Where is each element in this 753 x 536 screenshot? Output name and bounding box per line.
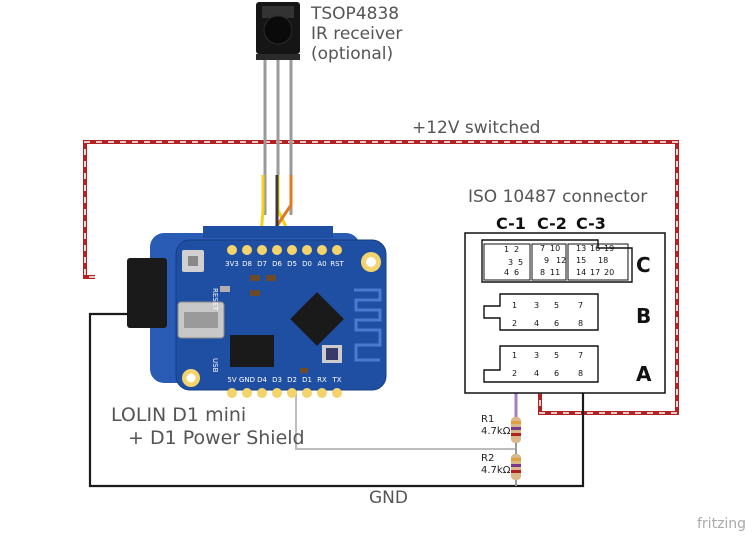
- svg-text:3: 3: [534, 351, 539, 360]
- svg-text:7: 7: [540, 244, 545, 253]
- antenna-trace: [354, 288, 382, 362]
- svg-text:14: 14: [576, 268, 586, 277]
- bottom-pin-label-d3: D3: [272, 376, 282, 384]
- svg-text:4: 4: [534, 369, 539, 378]
- bottom-pin-label-rx: RX: [317, 376, 327, 384]
- svg-text:3: 3: [508, 258, 513, 267]
- svg-text:7: 7: [578, 351, 583, 360]
- bottom-pin-label-tx: TX: [331, 376, 341, 384]
- svg-text:8: 8: [540, 268, 545, 277]
- connector-group-c3: C-3: [576, 214, 606, 233]
- esp-chip: [290, 292, 344, 346]
- svg-text:8: 8: [578, 319, 583, 328]
- top-pin-label-d6: D6: [272, 260, 282, 268]
- ground-label: GND: [369, 488, 408, 508]
- top-pin-label-3v3: 3V3: [225, 260, 239, 268]
- resistor-r2-name: R2: [481, 453, 495, 464]
- bottom-pin-label-d4: D4: [257, 376, 267, 384]
- reset-label: RESET: [211, 288, 219, 311]
- usb-label: USB: [211, 358, 219, 373]
- svg-text:4: 4: [504, 268, 509, 277]
- connector-group-c2: C-2: [537, 214, 567, 233]
- connector-row-a: A: [636, 362, 652, 386]
- bottom-pin-label-d2: D2: [287, 376, 297, 384]
- svg-text:2: 2: [512, 369, 517, 378]
- connector-block-a: [483, 345, 599, 383]
- svg-text:20: 20: [604, 268, 614, 277]
- top-pin-label-d8: D8: [242, 260, 252, 268]
- svg-text:3: 3: [534, 301, 539, 310]
- ir-description-label: IR receiver: [311, 24, 403, 44]
- power-wire: [83, 140, 679, 415]
- svg-text:12: 12: [556, 256, 566, 265]
- ground-wire: [88, 312, 585, 488]
- svg-text:6: 6: [514, 268, 519, 277]
- svg-text:1: 1: [512, 351, 517, 360]
- fritzing-watermark: fritzing: [697, 516, 747, 532]
- connector-block-c: [481, 239, 633, 283]
- top-pin-label-d5: D5: [287, 260, 297, 268]
- svg-text:5: 5: [518, 258, 523, 267]
- svg-text:15: 15: [576, 256, 586, 265]
- usb-serial-chip: [230, 335, 274, 367]
- connector-row-b: B: [636, 304, 652, 328]
- top-pin-label-d7: D7: [257, 260, 267, 268]
- bottom-pin-label-gnd: GND: [239, 376, 255, 384]
- svg-text:6: 6: [554, 319, 559, 328]
- board-name-label: LOLIN D1 mini: [111, 404, 247, 426]
- svg-text:8: 8: [578, 369, 583, 378]
- signal-wire: [295, 388, 516, 450]
- top-pin-label-d0: D0: [302, 260, 312, 268]
- svg-text:7: 7: [578, 301, 583, 310]
- svg-text:19: 19: [604, 244, 614, 253]
- top-pin-header: [227, 245, 342, 255]
- top-pin-label-rst: RST: [330, 260, 344, 268]
- ir-optional-label: (optional): [311, 44, 394, 64]
- svg-text:18: 18: [598, 256, 608, 265]
- connector-title: ISO 10487 connector: [468, 187, 648, 207]
- ir-part-label: TSOP4838: [311, 4, 400, 24]
- resistor-r1-name: R1: [481, 414, 495, 425]
- svg-text:2: 2: [512, 319, 517, 328]
- svg-text:4: 4: [534, 319, 539, 328]
- svg-text:13: 13: [576, 244, 586, 253]
- resistor-r1-value: 4.7kΩ: [481, 426, 511, 437]
- svg-text:5: 5: [554, 301, 559, 310]
- svg-text:6: 6: [554, 369, 559, 378]
- iso-connector: [464, 232, 666, 394]
- svg-text:2: 2: [514, 245, 519, 254]
- top-pin-label-a0: A0: [317, 260, 326, 268]
- connector-group-c1: C-1: [496, 214, 526, 233]
- svg-text:5: 5: [554, 351, 559, 360]
- svg-text:10: 10: [550, 244, 560, 253]
- ir-receiver: [256, 2, 300, 215]
- svg-text:9: 9: [544, 256, 549, 265]
- power-label: +12V switched: [412, 118, 541, 138]
- resistor-r2: [511, 454, 521, 486]
- connector-row-c: C: [636, 253, 651, 277]
- resistor-r2-value: 4.7kΩ: [481, 465, 511, 476]
- shield-name-label: + D1 Power Shield: [128, 427, 305, 449]
- svg-text:17: 17: [590, 268, 600, 277]
- svg-text:1: 1: [504, 245, 509, 254]
- svg-text:1: 1: [512, 301, 517, 310]
- bottom-pin-label-d1: D1: [302, 376, 312, 384]
- bottom-pin-header: [227, 388, 342, 398]
- d1-mini-board: [175, 239, 387, 398]
- bottom-pin-label-5v: 5V: [227, 376, 236, 384]
- svg-text:11: 11: [550, 268, 560, 277]
- connector-block-b: [483, 293, 599, 331]
- svg-text:16: 16: [590, 244, 600, 253]
